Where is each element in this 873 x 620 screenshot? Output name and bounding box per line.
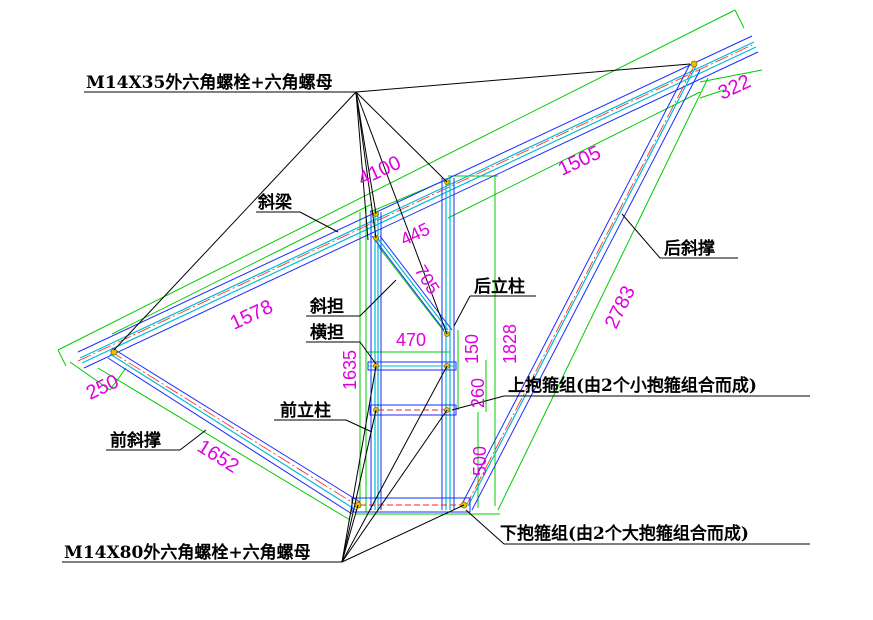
dim-1505: 1505 [555, 142, 605, 181]
dim-470: 470 [396, 330, 426, 350]
dim-500: 500 [470, 446, 490, 476]
diagonal-brace-label: 斜担 [309, 296, 344, 317]
dim-4100: 4100 [355, 152, 405, 191]
front-column [370, 210, 382, 510]
front-column-label: 前立柱 [280, 400, 331, 421]
front-strut-label: 前斜撑 [110, 430, 161, 451]
lower-clamp-label: 下抱箍组(由2个大抱箍组合而成) [500, 523, 749, 544]
upper-clamp [369, 404, 457, 416]
dim-2783: 2783 [601, 283, 640, 333]
inclined-beam [77, 35, 759, 369]
upper-clamp-label: 上抱箍组(由2个小抱箍组合而成) [508, 375, 757, 396]
dim-1828: 1828 [500, 324, 520, 364]
dim-150: 150 [462, 334, 482, 364]
dim-260: 260 [468, 378, 488, 408]
rear-column [441, 178, 455, 510]
bolt-m14x80-label: M14X80外六角螺栓+六角螺母 [64, 542, 311, 563]
rear-strut [461, 63, 701, 511]
dimension-lines [57, 9, 763, 521]
inclined-beam-label: 斜梁 [257, 192, 293, 213]
cross-arm-label: 横担 [310, 322, 344, 343]
rear-column-label: 后立柱 [474, 276, 525, 297]
leader-lines [62, 63, 810, 563]
bolt-markers [110, 60, 698, 509]
dim-322: 322 [715, 70, 755, 104]
dim-1578: 1578 [227, 296, 277, 335]
rear-strut-label: 后斜撑 [664, 238, 715, 259]
front-strut [107, 347, 361, 515]
dim-1652: 1652 [193, 436, 242, 478]
cross-arm [367, 361, 457, 371]
bolt-m14x35-label: M14X35外六角螺栓+六角螺母 [86, 72, 333, 93]
dim-1635: 1635 [340, 350, 360, 390]
dim-445: 445 [397, 219, 433, 250]
